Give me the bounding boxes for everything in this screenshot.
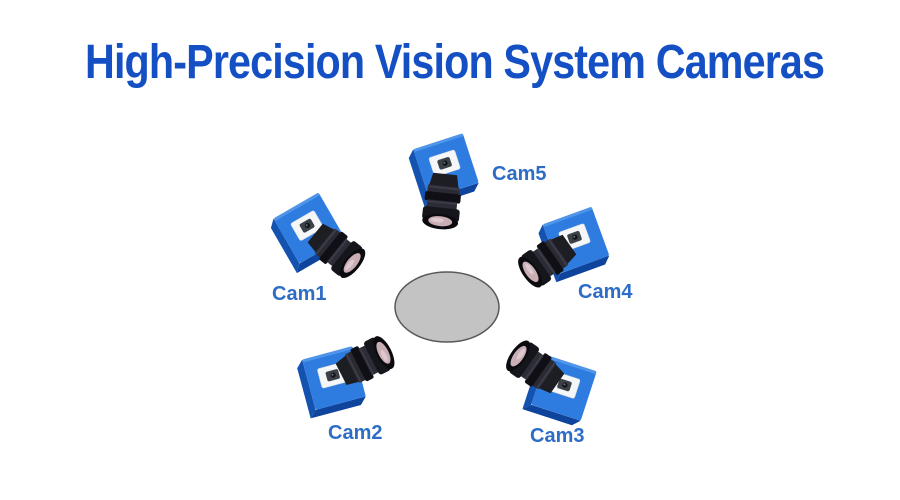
camera-cam4	[513, 206, 613, 292]
camera-label-cam5: Cam5	[492, 163, 547, 185]
camera-cam2	[294, 332, 399, 419]
camera-label-cam3: Cam3	[530, 425, 585, 447]
camera-label-cam4: Cam4	[578, 281, 633, 303]
camera-cam3	[501, 336, 598, 428]
camera-cam1	[266, 191, 370, 283]
inspection-target-ellipse	[394, 271, 500, 343]
camera-label-cam2: Cam2	[328, 422, 383, 444]
camera-cam5	[406, 132, 482, 232]
page-title: High-Precision Vision System Cameras	[85, 36, 825, 89]
camera-label-cam1: Cam1	[272, 283, 327, 305]
